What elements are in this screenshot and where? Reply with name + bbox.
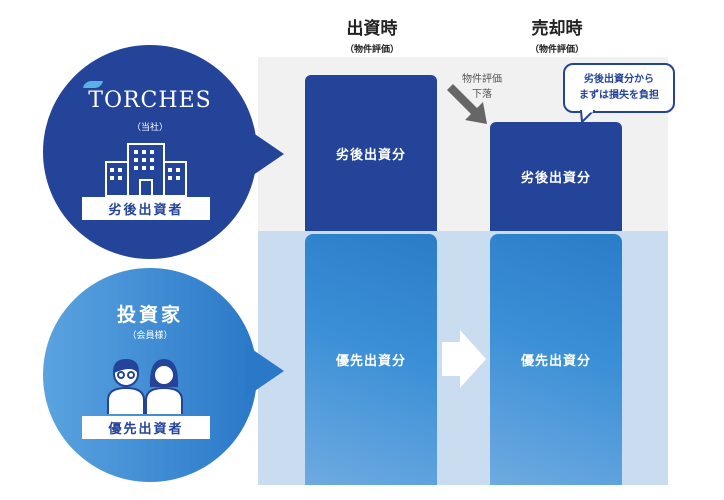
column-subtitle: （物件評価） [344,45,399,55]
subordinated-block-investment: 劣後出資分 [305,75,437,231]
investor-subtitle: （会員様） [127,331,173,341]
loss-callout: 劣後出資分から まずは損失を負担 [563,63,675,113]
investor-circle [43,268,257,482]
drop-label-line1: 物件評価 [462,74,502,85]
investor-title: 投資家 [116,304,183,326]
torches-logo: TORCHES [88,88,212,113]
column-title: 売却時 [531,19,583,39]
block-label: 優先出資分 [335,354,406,369]
column-header-investment: 出資時 （物件評価） [302,14,442,55]
block-label: 劣後出資分 [335,147,406,163]
people-icon [107,358,183,414]
valuation-drop-label: 物件評価 下落 [452,72,512,102]
column-subtitle: （物件評価） [529,45,584,55]
arrow-right-icon [246,345,284,397]
arrow-down-right-icon [447,84,487,124]
senior-block-investment: 優先出資分 [305,234,437,485]
senior-block-sale: 優先出資分 [490,234,622,485]
column-title: 出資時 [346,19,398,39]
callout-line2: まずは損失を負担 [579,90,659,101]
arrow-right-icon [442,330,486,388]
callout-line1: 劣後出資分から [584,74,654,85]
torches-role-label: 劣後出資者 [82,197,210,220]
investor-role-label: 優先出資者 [82,416,210,439]
callout-tail-icon [580,110,596,124]
building-icon [105,143,187,197]
drop-label-line2: 下落 [472,89,492,100]
block-label: 優先出資分 [520,354,591,369]
subordinated-block-sale: 劣後出資分 [490,122,622,231]
column-header-sale: 売却時 （物件評価） [487,14,627,55]
block-label: 劣後出資分 [520,171,591,186]
torches-subtitle: （当社） [131,123,168,133]
arrow-right-icon [246,128,284,180]
